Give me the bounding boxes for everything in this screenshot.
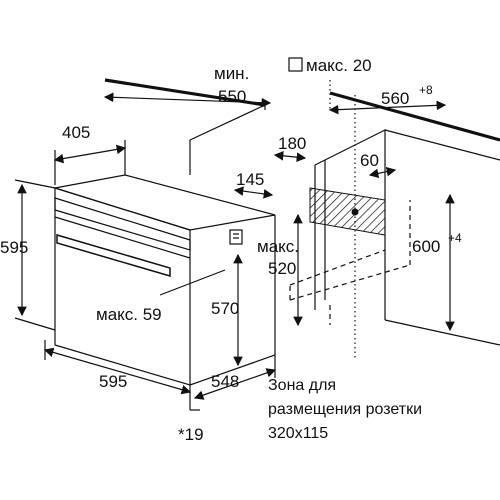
- dim-145-line: [233, 186, 274, 199]
- oven-front-face: [54, 187, 191, 386]
- dimension-lines: [14, 92, 455, 411]
- dim-595-ext-top: [14, 179, 56, 189]
- label-max: макс.: [257, 237, 299, 256]
- niche-floor-dash-1: [289, 249, 386, 286]
- label-60: 60: [360, 151, 379, 170]
- socket-zone: [309, 187, 386, 236]
- niche-floor-dash-2: [289, 264, 411, 301]
- label-595-height: 595: [0, 238, 28, 257]
- label-560-sup: +8: [419, 83, 433, 97]
- label-595-width: 595: [99, 372, 127, 391]
- label-560: 560: [381, 89, 409, 108]
- dim-60-line: [368, 166, 397, 179]
- socket-zone-line1: Зона для: [268, 377, 336, 394]
- label-600: 600: [412, 237, 440, 256]
- label-550: 550: [218, 87, 246, 106]
- oven-door-top-edge: [54, 216, 191, 259]
- oven-side-vent: [229, 229, 243, 245]
- niche-back-top-line: [384, 129, 500, 161]
- niche-back-bottom-line: [384, 319, 500, 346]
- oven-body: [54, 174, 276, 386]
- niche-top-left: [189, 104, 266, 141]
- dim-550-line: [103, 92, 272, 108]
- socket-zone-line3: 320x115: [268, 425, 328, 442]
- dim-560-line: [328, 100, 447, 115]
- label-600-sup: +4: [448, 231, 462, 245]
- label-145: 145: [236, 170, 264, 189]
- dim-405-line: [53, 144, 127, 164]
- dim-180-line: [273, 151, 307, 162]
- label-405: 405: [62, 123, 90, 142]
- label-max-20: макс. 20: [306, 56, 372, 75]
- label-180: 180: [278, 134, 306, 153]
- dim-595-ext-bottom: [14, 317, 56, 331]
- dim-548-line: [193, 368, 277, 400]
- label-570: 570: [211, 299, 239, 318]
- dim-595-width-line: [43, 347, 192, 395]
- label-548: 548: [211, 372, 239, 391]
- socket-zone-line2: размещения розетки: [268, 401, 422, 418]
- label-520: 520: [268, 259, 296, 278]
- cabinet-niche: [104, 78, 500, 360]
- label-max-59: макс. 59: [96, 305, 162, 324]
- checkbox-square-icon: [288, 57, 303, 72]
- dim-59-line: [159, 269, 226, 296]
- oven-control-strip: [54, 197, 191, 251]
- label-min: мин.: [214, 64, 249, 83]
- label-note-19: *19: [178, 425, 204, 444]
- oven-handle: [56, 233, 171, 278]
